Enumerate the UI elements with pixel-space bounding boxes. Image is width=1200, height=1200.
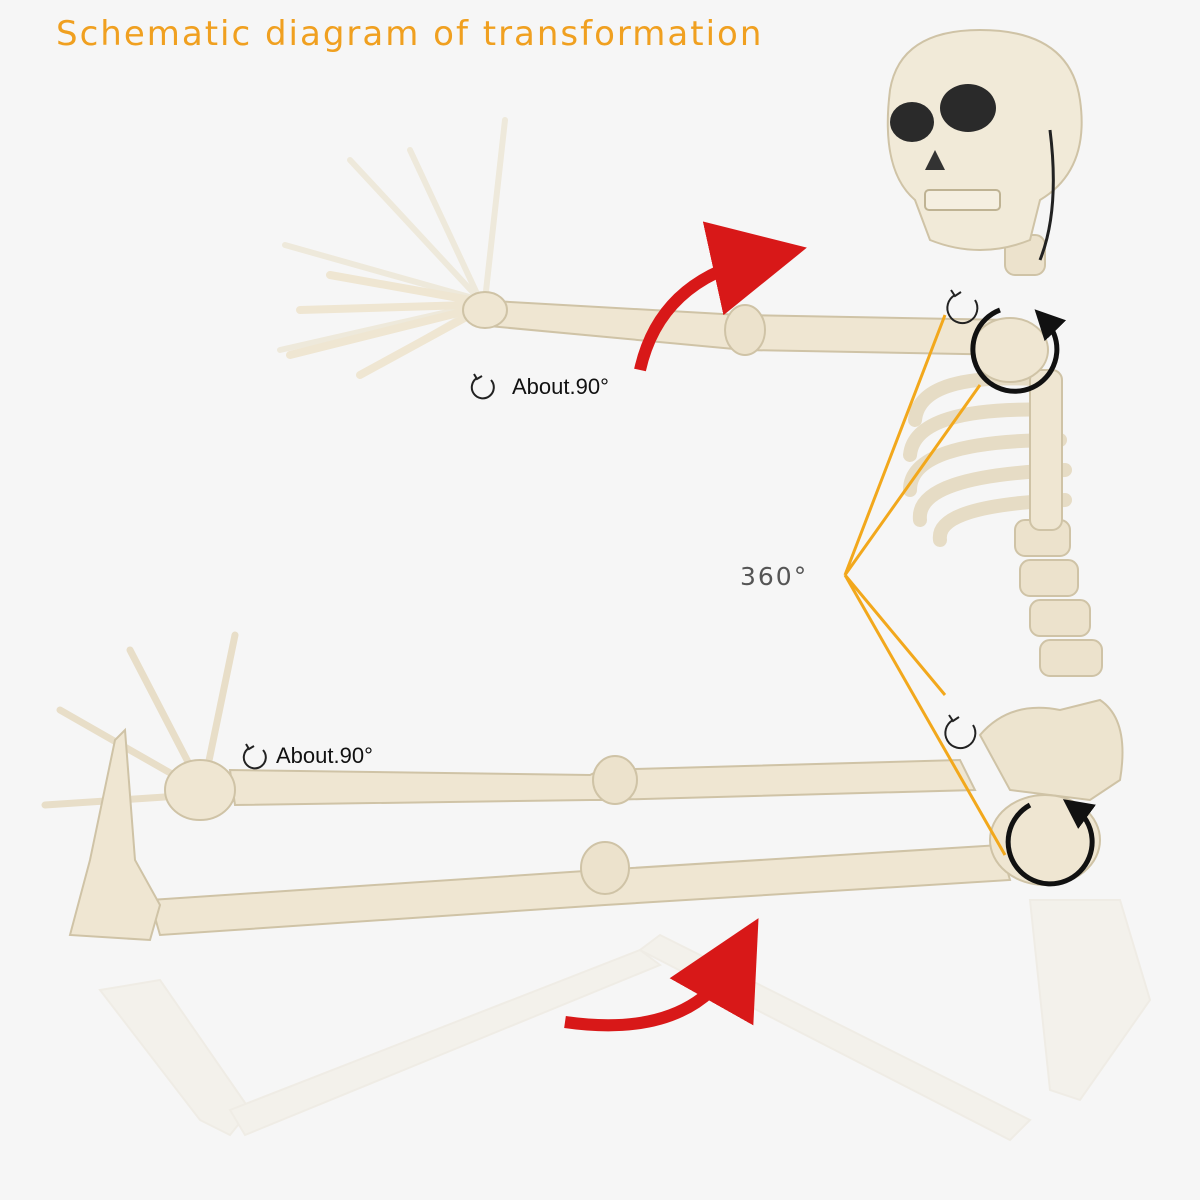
shoulder-rotation-arrow	[970, 307, 1067, 394]
rotate-icon	[242, 743, 267, 770]
rotate-icon	[470, 373, 495, 400]
arm-rotation-label: About.90°	[512, 374, 609, 399]
rotate-icon	[946, 289, 979, 325]
skull	[886, 28, 1083, 261]
hip-rotation-arrow	[1005, 799, 1096, 887]
leader-lines	[843, 314, 1007, 856]
skeleton-figure	[41, 28, 1124, 942]
front-leg	[148, 843, 1012, 937]
joint-rotation-label: 360°	[740, 562, 809, 591]
leg-rotation-label: About.90°	[276, 743, 373, 768]
red-curved-arrow-leg	[564, 918, 759, 1032]
rotate-icon	[944, 714, 977, 750]
page-title: Schematic diagram of transformation	[56, 14, 764, 54]
red-curved-arrow-arm	[634, 221, 807, 372]
pelvis	[978, 698, 1124, 802]
